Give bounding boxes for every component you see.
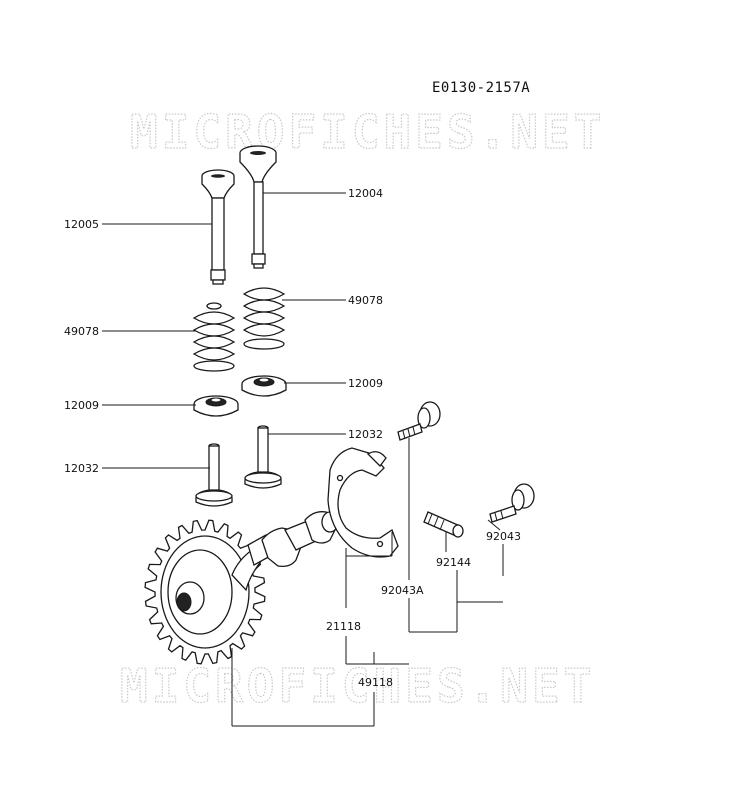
retainer-left: [193, 395, 239, 417]
label-92144: 92144: [436, 556, 471, 569]
label-12004: 12004: [348, 187, 383, 200]
bolt-right: [489, 483, 535, 523]
label-12009-right: 12009: [348, 377, 383, 390]
label-49118: 49118: [358, 676, 393, 689]
camshaft: [247, 511, 339, 568]
label-21118: 21118: [326, 620, 361, 633]
tappet-left: [195, 443, 233, 507]
retainer-right: [241, 375, 287, 397]
watermark-top: MICROFICHES.NET: [130, 105, 605, 159]
label-12009-left: 12009: [64, 399, 99, 412]
plate: [327, 447, 399, 558]
label-92043a: 92043A: [381, 584, 424, 597]
leader-lines: [102, 192, 504, 727]
spring-right: [242, 287, 286, 350]
label-49078-right: 49078: [348, 294, 383, 307]
diagram-code: E0130-2157A: [432, 80, 530, 96]
watermark-bottom: MICROFICHES.NET: [120, 659, 595, 713]
label-12032-left: 12032: [64, 462, 99, 475]
bolt-upper: [397, 401, 441, 441]
label-92043: 92043: [486, 530, 521, 543]
spring-left: [192, 302, 236, 372]
pin: [423, 511, 464, 538]
valve-intake: [201, 169, 235, 285]
label-12005: 12005: [64, 218, 99, 231]
label-12032-right: 12032: [348, 428, 383, 441]
label-49078-left: 49078: [64, 325, 99, 338]
tappet-right: [244, 425, 282, 489]
valve-exhaust: [239, 145, 277, 269]
camshaft-gear: [144, 519, 266, 665]
